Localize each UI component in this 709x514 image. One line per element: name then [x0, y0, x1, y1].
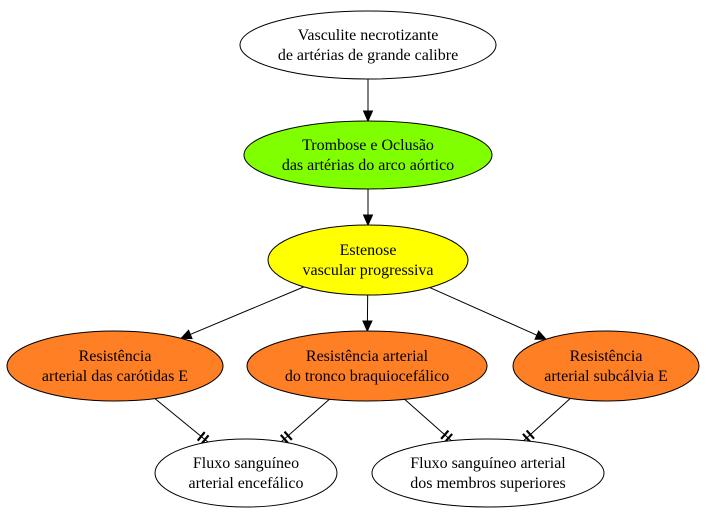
edge-estenose-to-res-carotidas	[179, 286, 305, 340]
node-ellipse	[267, 224, 469, 296]
node-label-line: das artérias do arco aórtico	[282, 157, 454, 174]
node-label-line: do tronco braquiocefálico	[285, 368, 449, 385]
node-fluxo-encefalico: Fluxo sanguíneo arterial encefálico	[154, 438, 338, 508]
tee-bar	[196, 431, 206, 442]
edge-trombose-to-estenose	[362, 189, 374, 227]
node-ellipse	[512, 330, 700, 402]
node-label-line: Resistência	[570, 348, 643, 365]
tee-bar	[440, 429, 450, 440]
node-trombose: Trombose e Oclusão das artérias do arco a…	[243, 120, 493, 190]
edge-line	[429, 287, 538, 336]
tee-bar	[283, 430, 293, 441]
node-estenose: Estenose vascular progressiva	[267, 224, 469, 296]
tee-bar	[200, 434, 210, 445]
node-label-line: dos membros superiores	[410, 475, 566, 492]
node-label-line: Fluxo sanguíneo arterial	[410, 455, 566, 472]
node-label-line: arterial subcálvia E	[544, 368, 668, 385]
edges-layer	[154, 79, 571, 445]
node-res-tronco: Resistência arterial do tronco braquiocef…	[246, 330, 488, 402]
node-vasculite: Vasculite necrotizante de artérias de gra…	[239, 10, 497, 80]
node-ellipse	[6, 330, 224, 402]
edge-line	[523, 397, 571, 442]
node-label-line: arterial das carótidas E	[42, 368, 188, 385]
tee-bar	[279, 434, 289, 444]
nodes-layer: Vasculite necrotizante de artérias de gra…	[6, 10, 700, 508]
arrowhead	[179, 329, 193, 340]
node-ellipse	[243, 120, 493, 190]
node-ellipse	[154, 438, 338, 508]
edge-res-carotidas-to-fluxo-encefalico	[154, 398, 210, 445]
node-res-subclavia: Resistência arterial subcálvia E	[512, 330, 700, 402]
node-label-line: Estenose	[340, 242, 397, 259]
node-ellipse	[239, 10, 497, 80]
node-ellipse	[371, 438, 605, 508]
edge-line	[190, 286, 305, 335]
arrowhead	[362, 110, 374, 123]
node-label-line: arterial encefálico	[188, 475, 303, 492]
node-label-line: Fluxo sanguíneo	[193, 455, 299, 472]
node-label-line: Resistência arterial	[306, 348, 429, 365]
arrowhead	[362, 320, 373, 333]
arrowhead	[534, 330, 548, 340]
edge-estenose-to-res-subclavia	[429, 287, 548, 340]
tee-bar	[525, 429, 535, 440]
edge-line	[404, 398, 452, 442]
node-fluxo-membros: Fluxo sanguíneo arterial dos membros supe…	[371, 438, 605, 508]
node-label-line: de artérias de grande calibre	[278, 47, 458, 64]
node-label-line: Trombose e Oclusão	[302, 137, 434, 154]
edge-vasculite-to-trombose	[362, 79, 374, 123]
node-label-line: Resistência	[79, 348, 152, 365]
edge-res-subclavia-to-fluxo-membros	[522, 397, 571, 443]
edge-estenose-to-res-tronco	[362, 294, 373, 333]
node-label-line: vascular progressiva	[302, 262, 433, 279]
node-label-line: Vasculite necrotizante	[298, 27, 439, 44]
node-ellipse	[246, 330, 488, 402]
edge-line	[154, 398, 209, 443]
edge-line	[281, 398, 330, 443]
edge-res-tronco-to-fluxo-membros	[404, 398, 453, 443]
arrowhead	[362, 214, 374, 227]
node-res-carotidas: Resistência arterial das carótidas E	[6, 330, 224, 402]
edge-res-tronco-to-fluxo-encefalico	[279, 398, 330, 444]
